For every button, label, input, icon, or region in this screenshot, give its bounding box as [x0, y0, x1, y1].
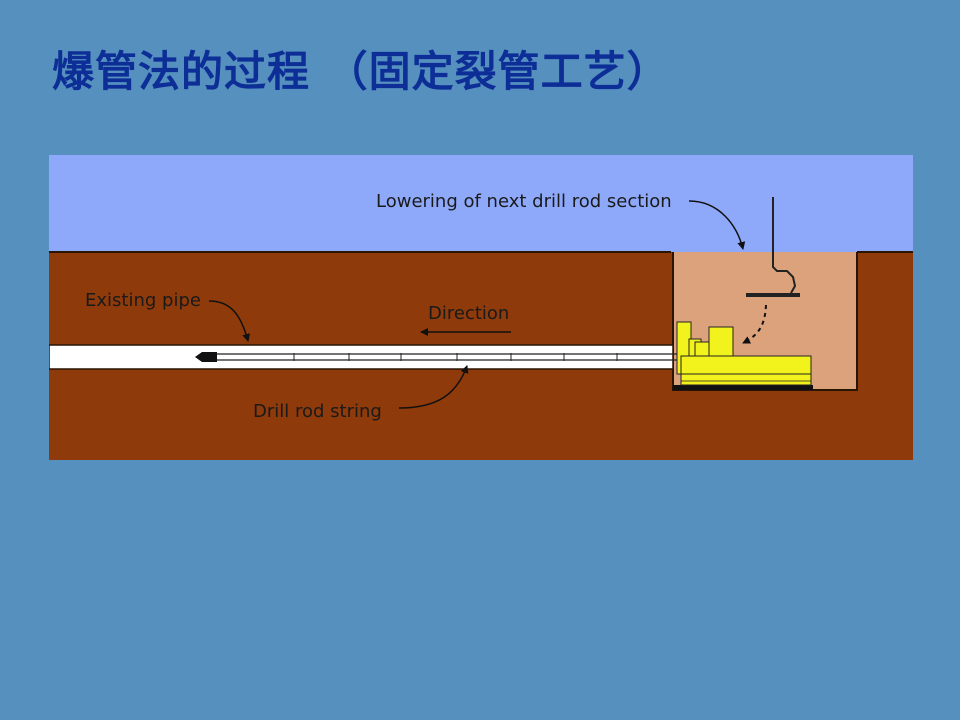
pipe-bursting-diagram: Lowering of next drill rod section Exist…: [49, 155, 913, 460]
drill-rod-string-label: Drill rod string: [253, 401, 382, 422]
next-drill-rod: [746, 293, 800, 297]
drill-rod-callout-arrow: [398, 365, 469, 409]
drilling-machine: [673, 321, 813, 390]
drill-rod-string: [209, 353, 677, 361]
slide-title: 爆管法的过程 （固定裂管工艺）: [52, 47, 670, 96]
crane-hook: [772, 197, 797, 294]
direction-label: Direction: [428, 303, 509, 324]
existing-pipe-label: Existing pipe: [85, 290, 201, 311]
lowering-callout-arrow: [688, 200, 746, 250]
rod-descent-arrow: [742, 304, 767, 344]
existing-pipe: [49, 344, 674, 370]
drill-head: [195, 352, 217, 362]
lowering-label: Lowering of next drill rod section: [376, 191, 672, 212]
existing-pipe-callout-arrow: [208, 300, 251, 342]
sky-area: [49, 155, 913, 252]
